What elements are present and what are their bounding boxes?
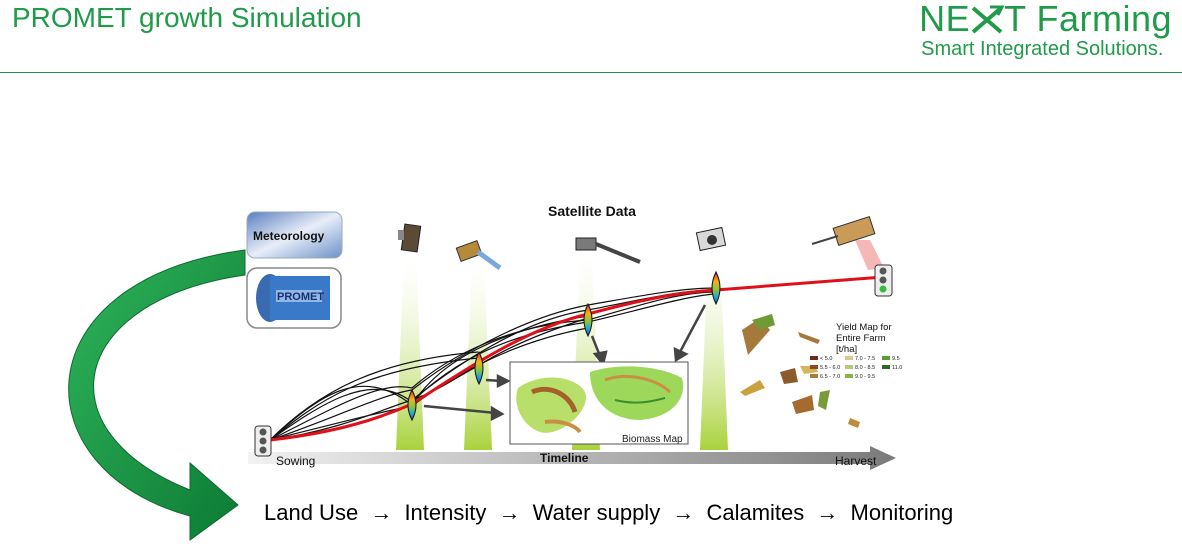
biomass-map: Biomass Map xyxy=(509,361,689,445)
meteorology-label: Meteorology xyxy=(253,229,325,243)
logo: NE T Farming Smart Integrated Solutions. xyxy=(919,0,1172,60)
yield-legend-item: 6.5 - 7.0 xyxy=(820,374,840,380)
timeline-label: Timeline xyxy=(540,451,589,465)
process-arrow-icon: → xyxy=(498,500,521,525)
logo-main: NE T Farming xyxy=(919,0,1172,38)
yield-legend-item: 5.5 - 6.0 xyxy=(820,365,840,371)
sowing-label: Sowing xyxy=(276,454,315,468)
process-arrow-icon: → xyxy=(672,500,695,525)
assimilation-marker xyxy=(407,388,417,422)
yield-legend-item: 11.0 xyxy=(892,365,902,371)
yield-title-line: Entire Farm xyxy=(836,333,886,344)
assimilation-marker xyxy=(474,350,484,386)
harvest-label: Harvest xyxy=(835,454,877,468)
process-step: Land Use xyxy=(264,500,359,525)
mean-trend-line xyxy=(269,275,884,442)
yield-legend-item: 9.0 - 9.5 xyxy=(855,374,875,380)
assimilation-marker xyxy=(711,270,721,306)
logo-tagline: Smart Integrated Solutions. xyxy=(921,38,1164,60)
yield-legend-item: < 5.0 xyxy=(820,356,832,362)
satellite-icon xyxy=(811,215,876,247)
logo-x-icon xyxy=(971,5,1005,34)
harvest-beam xyxy=(855,240,884,270)
process-arrow-icon: → xyxy=(370,500,393,525)
process-step: Water supply xyxy=(532,500,661,525)
end-traffic-light-icon xyxy=(874,264,893,297)
process-step: Calamites xyxy=(706,500,805,525)
process-step: Monitoring xyxy=(850,500,954,525)
process-arrow-icon: → xyxy=(816,500,839,525)
cycle-arrow xyxy=(68,249,246,541)
satellite-icon xyxy=(575,237,641,264)
logo-main-a: NE xyxy=(919,0,971,39)
satellite-beam xyxy=(700,254,728,450)
start-traffic-light-icon xyxy=(254,425,272,457)
page-title: PROMET growth Simulation xyxy=(12,2,362,33)
satellite-beam xyxy=(396,256,424,450)
data-flow-arrows xyxy=(423,304,707,422)
timeline-arrow xyxy=(248,446,896,470)
process-chain: Land Use → Intensity → Water supply → Ca… xyxy=(264,500,959,526)
yield-legend-item: 8.0 - 8.5 xyxy=(855,365,875,371)
logo-main-b: T Farming xyxy=(1004,0,1172,39)
satellite-data-label: Satellite Data xyxy=(548,203,636,219)
process-step: Intensity xyxy=(404,500,487,525)
meteorology-image: Meteorology xyxy=(246,211,343,259)
promet-label: PROMET xyxy=(277,291,324,303)
header-divider xyxy=(0,72,1182,73)
yield-legend: < 5.0 5.5 - 6.0 6.5 - 7.0 7.0 - 7.5 8.0 … xyxy=(810,356,902,380)
satellite-icon xyxy=(398,223,422,253)
assimilation-marker xyxy=(583,302,593,338)
yield-title-line: Yield Map for xyxy=(836,322,892,333)
satellite-icon xyxy=(455,240,502,271)
yield-legend-item: 7.0 - 7.5 xyxy=(855,356,875,362)
satellite-icon xyxy=(695,226,727,252)
biomass-map-label: Biomass Map xyxy=(622,434,683,445)
yield-legend-item: 9.5 xyxy=(892,356,900,362)
promet-image: PROMET xyxy=(246,267,342,329)
yield-title-line: [t/ha] xyxy=(836,344,857,355)
